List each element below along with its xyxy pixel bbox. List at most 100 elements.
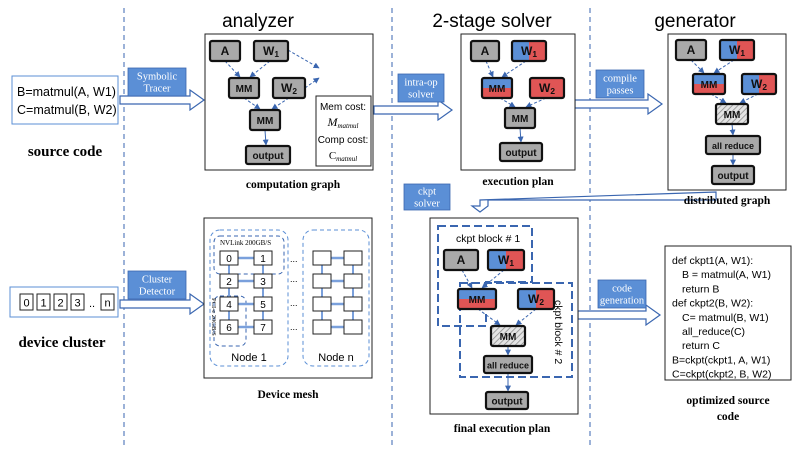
solver-node-a: A — [469, 39, 501, 63]
graph-edge — [499, 97, 516, 108]
optimized-caption-1: optimized source — [686, 395, 769, 407]
final-node-output-text: output — [491, 397, 523, 408]
comp-cost-label: Comp cost: — [318, 135, 369, 146]
gen-node-w2-text: W2 — [751, 77, 767, 92]
analyzer-node-w1-text: W1 — [263, 44, 279, 59]
gpu-n — [312, 273, 332, 289]
mesh-node-n: Node n — [302, 229, 370, 367]
final-execution-plan-caption: final execution plan — [454, 423, 551, 435]
final-node-w2: W2 — [516, 287, 556, 311]
stage-title-solver: 2-stage solver — [432, 11, 552, 32]
analyzer-node-mm2-text: MM — [257, 116, 274, 127]
gpu-label: 4 — [226, 300, 232, 311]
execution-plan-caption: execution plan — [482, 176, 554, 188]
final-node-a: A — [442, 248, 480, 272]
gpu-5 — [253, 296, 273, 312]
analyzer-node-output-text: output — [252, 151, 284, 162]
graph-edge — [461, 269, 473, 289]
gen-node-output-text: output — [717, 171, 749, 182]
final-node-w1-text: W1 — [498, 253, 514, 268]
gpu-n — [343, 273, 363, 289]
gen-node-mm2-text: MM — [724, 110, 741, 121]
gen-node-a: A — [674, 38, 708, 62]
solver-node-mm2-text: MM — [512, 114, 529, 125]
gen-node-w2: W2 — [740, 72, 778, 96]
gpu-n — [343, 250, 363, 266]
cluster-device-0 — [19, 293, 34, 311]
gpu-label: 2 — [226, 277, 232, 288]
cluster-device-label: n — [104, 298, 110, 310]
ckpt-block-2-outline — [459, 282, 573, 378]
solver-node-w2: W2 — [528, 76, 566, 100]
final-node-all-reduce-text: all reduce — [487, 361, 529, 371]
analyzer-node-output: output — [244, 144, 292, 166]
final-node-all-reduce: all reduce — [482, 354, 534, 375]
gen-node-all-reduce-text: all reduce — [712, 141, 754, 151]
source-line-1: B=matmul(A, W1) — [17, 85, 116, 99]
stage-title-generator: generator — [654, 11, 736, 32]
cluster-device-label: 3 — [74, 298, 80, 310]
stage-separators — [123, 8, 591, 448]
device-mesh-caption: Device mesh — [258, 389, 320, 401]
optimized-code-line: C= matmul(B, W1) — [682, 312, 769, 324]
analyzer-node-w1: W1 — [252, 39, 290, 63]
gpu-label: 0 — [226, 254, 232, 265]
solver-node-a-text: A — [481, 44, 490, 58]
graph-edge — [739, 93, 759, 104]
device-cluster-caption: device cluster — [18, 335, 105, 351]
graph-edge — [485, 60, 494, 78]
comp-cost-value: Cmatmul — [329, 150, 357, 163]
solver-node-mm2: MM — [503, 106, 537, 130]
mem-cost-value: Mmatmul — [327, 115, 359, 130]
analyzer-node-w2-text: W2 — [281, 81, 297, 96]
solver-node-output: output — [498, 141, 544, 163]
gpu-label: 1 — [260, 254, 266, 265]
gen-node-w1: W1 — [718, 38, 756, 62]
final-node-a-text: A — [457, 253, 466, 267]
gpu-n — [343, 296, 363, 312]
node-1-label: Node 1 — [231, 352, 266, 364]
gpu-label: 7 — [260, 323, 266, 334]
code-generation-label-text: generation — [600, 296, 645, 307]
gpu-n — [343, 319, 363, 335]
stage-title-analyzer: analyzer — [222, 11, 294, 32]
final-node-mm1: MM — [456, 287, 498, 311]
gpu-2 — [219, 273, 239, 289]
mesh-ellipsis: ... — [290, 254, 298, 264]
gen-node-mm1-text: MM — [701, 80, 718, 91]
mem-cost-label: Mem cost: — [320, 102, 366, 113]
optimized-code-line: def ckpt2(B, W2): — [672, 298, 753, 310]
intra-op-solver-label-text: intra-op — [404, 78, 437, 89]
gen-node-all-reduce: all reduce — [704, 134, 762, 156]
analyzer-node-mm1-text: MM — [236, 84, 253, 95]
ckpt-block-2-label: ckpt block # 2 — [552, 300, 564, 364]
cost-panel — [315, 95, 372, 167]
graph-edge — [249, 60, 271, 78]
ckpt-block-1-label: ckpt block # 1 — [456, 233, 520, 245]
graph-edge — [729, 123, 736, 136]
solver-node-mm1: MM — [480, 76, 514, 100]
final-node-mm2: MM — [489, 324, 527, 348]
gen-node-w1-text: W1 — [729, 43, 745, 58]
graph-edge — [710, 93, 727, 104]
optimized-code-line: def ckpt1(A, W1): — [672, 255, 753, 267]
intra-op-solver-label-text: solver — [408, 90, 434, 101]
analyzer-node-w2: W2 — [271, 76, 307, 100]
graph-edge — [224, 60, 241, 78]
gpu-n — [312, 296, 332, 312]
analyzer-node-a: A — [208, 39, 242, 63]
gen-node-mm2: MM — [714, 102, 750, 126]
gpu-6 — [219, 319, 239, 335]
solver-node-w1: W1 — [510, 39, 548, 63]
gpu-n — [312, 319, 332, 335]
optimized-code-line: B = matmul(A, W1) — [682, 269, 771, 281]
cluster-device-3 — [70, 293, 85, 311]
cluster-device-2 — [53, 293, 68, 311]
final-node-mm2-text: MM — [500, 332, 517, 343]
graph-edge — [515, 308, 537, 326]
